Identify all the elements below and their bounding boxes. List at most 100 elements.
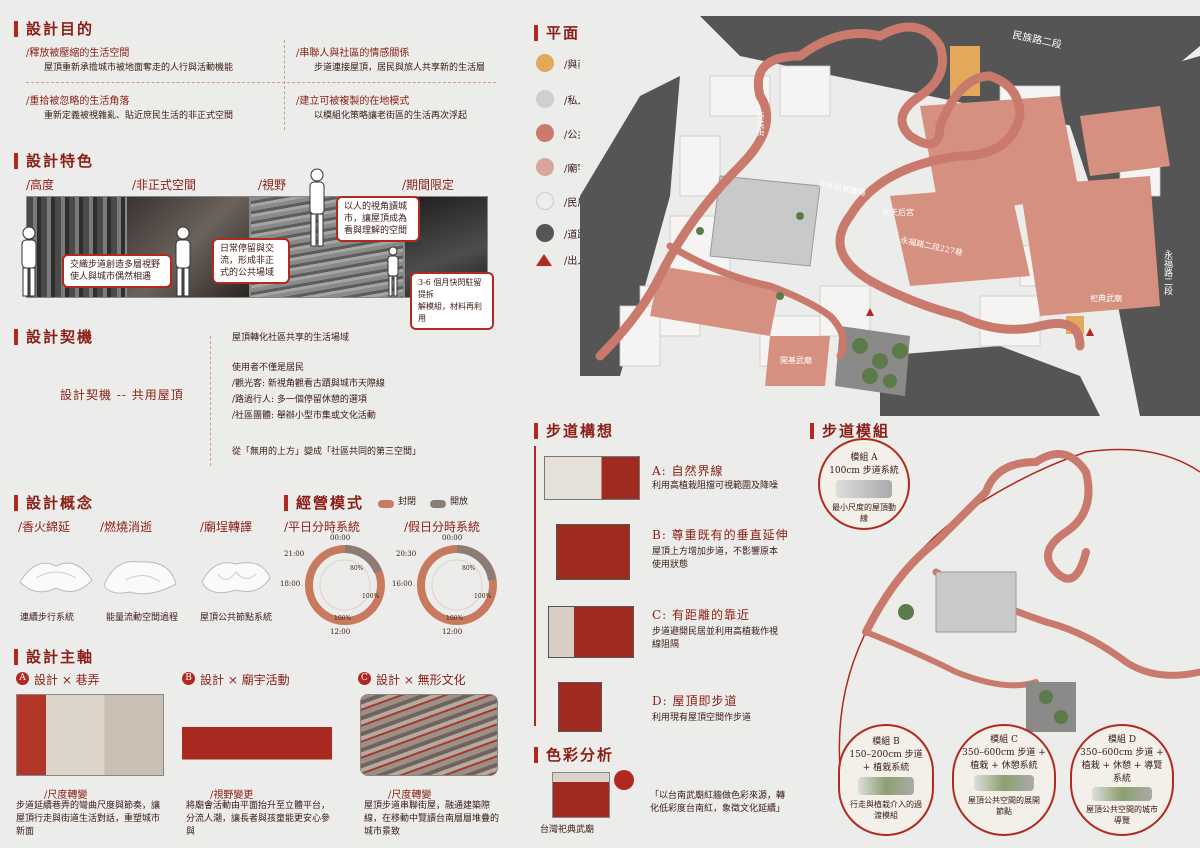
axis-b-body: 將廟會活動由平面抬升至立體平台，分流人潮，讓長者與孩童能更安心參與 [186, 801, 331, 837]
motive-line-2: 使用者不僅是居民 [232, 363, 305, 373]
motive-title-text: 設計契機 [26, 328, 95, 346]
module-d[interactable]: 模組 D 350–600cm 步道 + 植栽 + 休憩 + 導覽系統 屋頂公共空… [1070, 724, 1174, 836]
feature-label-height: /高度 [26, 178, 55, 192]
legend-label: /民居 [564, 197, 588, 209]
title-bar [810, 422, 814, 439]
module-c[interactable]: 模組 C 350–600cm 步道 + 植栽 + 休憩系統 屋頂公共空間的展開節… [952, 724, 1056, 836]
color-body: 「以台南武廟紅牆做色彩來源，轉化低彩度台南紅，象徵文化延續」 [650, 791, 786, 814]
legend-label: /道路 [564, 229, 588, 241]
legend-road: /道路 [536, 224, 587, 242]
walkway-a-body: 利用高植栽阻擋可視範圍及降噪 [652, 481, 779, 491]
module-b[interactable]: 模組 B 150–200cm 步道 + 植栽系統 行走與植栽介入的過渡模組 [838, 724, 934, 836]
purpose-item-2-head: /串聯人與社區的情感關係 [296, 48, 410, 59]
walkway-a-head: A: 自然界線 [652, 464, 724, 478]
site-plan-map [580, 16, 1200, 416]
purpose-item-2-body: 步道連接屋頂，居民與旅人共享新的生活層 [314, 63, 486, 73]
concept-caption-1: 連續步行系統 [20, 613, 75, 623]
module-d-size: 350–600cm 步道 + 植栽 + 休憩 + 導覽系統 [1080, 748, 1164, 784]
walkway-diagram-d [558, 682, 602, 732]
weekday-pct-3: 100% [334, 615, 352, 622]
person-figure [175, 226, 191, 297]
purpose-item-3-body: 重新定義被視雜亂、貼近庶民生活的非正式空間 [44, 111, 234, 121]
weekday-tick-top: 00:00 [330, 534, 351, 542]
feature-label-view: /視野 [258, 178, 287, 192]
weekday-tick-bottom: 12:00 [330, 628, 351, 636]
operation-title: 經營模式 [284, 492, 364, 513]
walkway-c-head: C: 有距離的靠近 [652, 608, 751, 622]
color-caption: 台灣祀典武廟 [540, 825, 595, 835]
street-label-kaiji: 開基武廟 [780, 356, 812, 365]
concept-caption-2: 能量流動空間過程 [106, 613, 179, 623]
entrance-triangle-icon [536, 253, 552, 266]
module-a[interactable]: 模組 A 100cm 步道系統 最小尺度的屋頂動線 [818, 438, 910, 530]
concept-model-1 [19, 562, 93, 593]
divider [210, 336, 211, 466]
walkway-title-text: 步道構想 [546, 422, 615, 440]
concept-title: 設計概念 [14, 492, 94, 513]
legend-closed-label: 封閉 [398, 497, 417, 507]
module-b-name: 模組 B [872, 737, 900, 747]
axis-c-sub: /尺度轉變 [388, 790, 432, 801]
axis-title-text: 設計主軸 [26, 648, 95, 666]
module-b-size: 150–200cm 步道 + 植栽系統 [849, 750, 923, 773]
legend-swatch [536, 158, 554, 176]
module-c-size: 350–600cm 步道 + 植栽 + 休憩系統 [962, 748, 1046, 771]
feature-bubble-informal: 日常停留與交 流，形成非正 式的公共場域 [212, 238, 290, 284]
axis-title: 設計主軸 [14, 646, 94, 667]
holiday-tick-bottom: 12:00 [442, 628, 463, 636]
weekday-tick-mid: 18:00 [280, 580, 301, 588]
walkway-diagram-b [556, 524, 630, 580]
motive-title: 設計契機 [14, 326, 94, 347]
legend-swatch [536, 224, 554, 242]
walkway-diagram-c [548, 606, 634, 658]
concept-title-text: 設計概念 [26, 494, 95, 512]
module-d-name: 模組 D [1107, 735, 1137, 745]
axis-a-label: 設計 × 巷弄 [34, 673, 100, 687]
motive-center: 設計契機 -- 共用屋頂 [60, 388, 184, 402]
walkway-b-head: B: 尊重既有的垂直延伸 [652, 528, 789, 542]
purpose-item-1-body: 屋頂重新承擔城市被地面奪走的人行與活動機能 [44, 63, 234, 73]
concept-model-3 [201, 562, 271, 594]
module-b-caption: 行走與植栽介入的過渡模組 [850, 800, 922, 820]
legend-residence: /民居 [536, 192, 587, 210]
color-swatch [614, 770, 634, 790]
features-title-text: 設計特色 [26, 152, 95, 170]
legend-open-swatch [430, 500, 446, 508]
divider [284, 40, 285, 130]
axis-a-badge: A [16, 672, 29, 685]
module-a-caption: 最小尺度的屋頂動線 [832, 503, 896, 523]
module-a-size: 100cm 步道系統 [829, 466, 899, 476]
legend-swatch [536, 124, 554, 142]
axis-c-label: 設計 × 無形文化 [376, 673, 466, 687]
walkway-d-body: 利用現有屋頂空間作步道 [652, 713, 752, 723]
concept-caption-3: 屋頂公共節點系統 [200, 613, 273, 623]
module-d-caption: 屋頂公共空間的城市導覽 [1086, 805, 1158, 825]
color-title: 色彩分析 [534, 744, 614, 765]
purpose-item-1-head: /釋放被壓縮的生活空間 [26, 48, 130, 59]
module-c-caption: 屋頂公共空間的展開節點 [968, 796, 1040, 816]
feature-bubble-limited: 3-6 個月快閃駐留提拆 解模組，材料再利用 [410, 272, 494, 330]
concept-label-3: /廟埕轉譯 [200, 520, 253, 534]
purpose-item-4-head: /建立可被複製的在地模式 [296, 96, 410, 107]
weekday-title: /平日分時系統 [284, 520, 361, 534]
weekday-pct-1: 80% [350, 565, 364, 572]
axis-a-sub: /尺度轉變 [44, 790, 88, 801]
title-bar [534, 746, 538, 763]
concept-label-1: /香火綿延 [18, 520, 71, 534]
color-title-text: 色彩分析 [546, 746, 615, 764]
street-label-mazu-temple: 大天后宮 [882, 208, 914, 217]
motive-line-4: /路過行人: 多一個停留休憩的選項 [232, 395, 367, 405]
legend-closed-swatch [378, 500, 394, 508]
street-label-xinmei: 新美街 [756, 112, 765, 136]
legend-temple: /廟宇 [536, 158, 587, 176]
axis-c-badge: C [358, 672, 371, 685]
legend-label: /廟宇 [564, 163, 588, 175]
walkway-d-head: D: 屋頂即步道 [652, 694, 738, 708]
purpose-item-4-body: 以模組化策略讓老街區的生活再次浮起 [314, 111, 468, 121]
holiday-pct-1: 80% [462, 565, 476, 572]
module-d-image [1092, 787, 1152, 801]
divider [534, 446, 536, 726]
modules-title: 步道模組 [810, 420, 890, 441]
holiday-tick-top: 00:00 [442, 534, 463, 542]
walkway-c-body: 步道避開民居並利用高植栽作視線阻隔 [652, 627, 779, 650]
